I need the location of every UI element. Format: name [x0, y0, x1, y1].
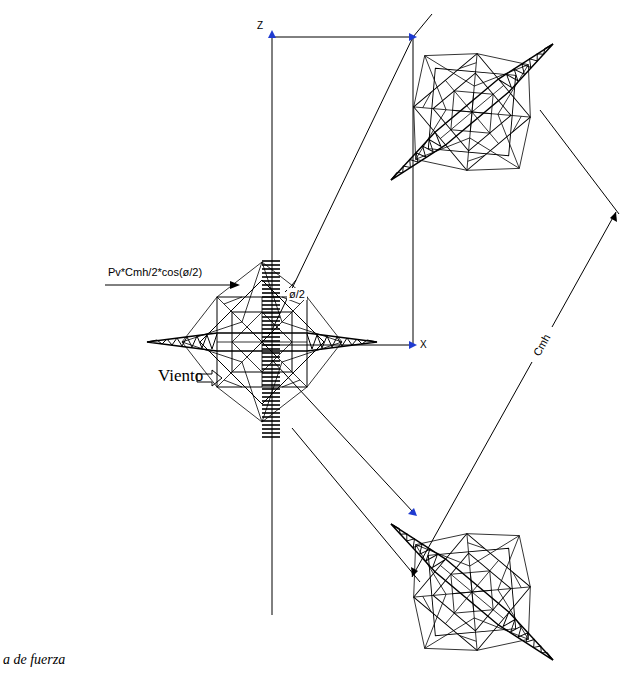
force-label: Pv*Cmh/2*cos(ø/2): [108, 266, 202, 278]
axis-label: X: [420, 339, 427, 350]
dimension-label: Cmh: [530, 330, 554, 360]
axis-label: Z: [257, 20, 263, 31]
angle-label: ø/2: [287, 288, 307, 300]
wind-label: Viento: [158, 367, 203, 386]
caption-fragment: a de fuerza: [3, 652, 65, 667]
